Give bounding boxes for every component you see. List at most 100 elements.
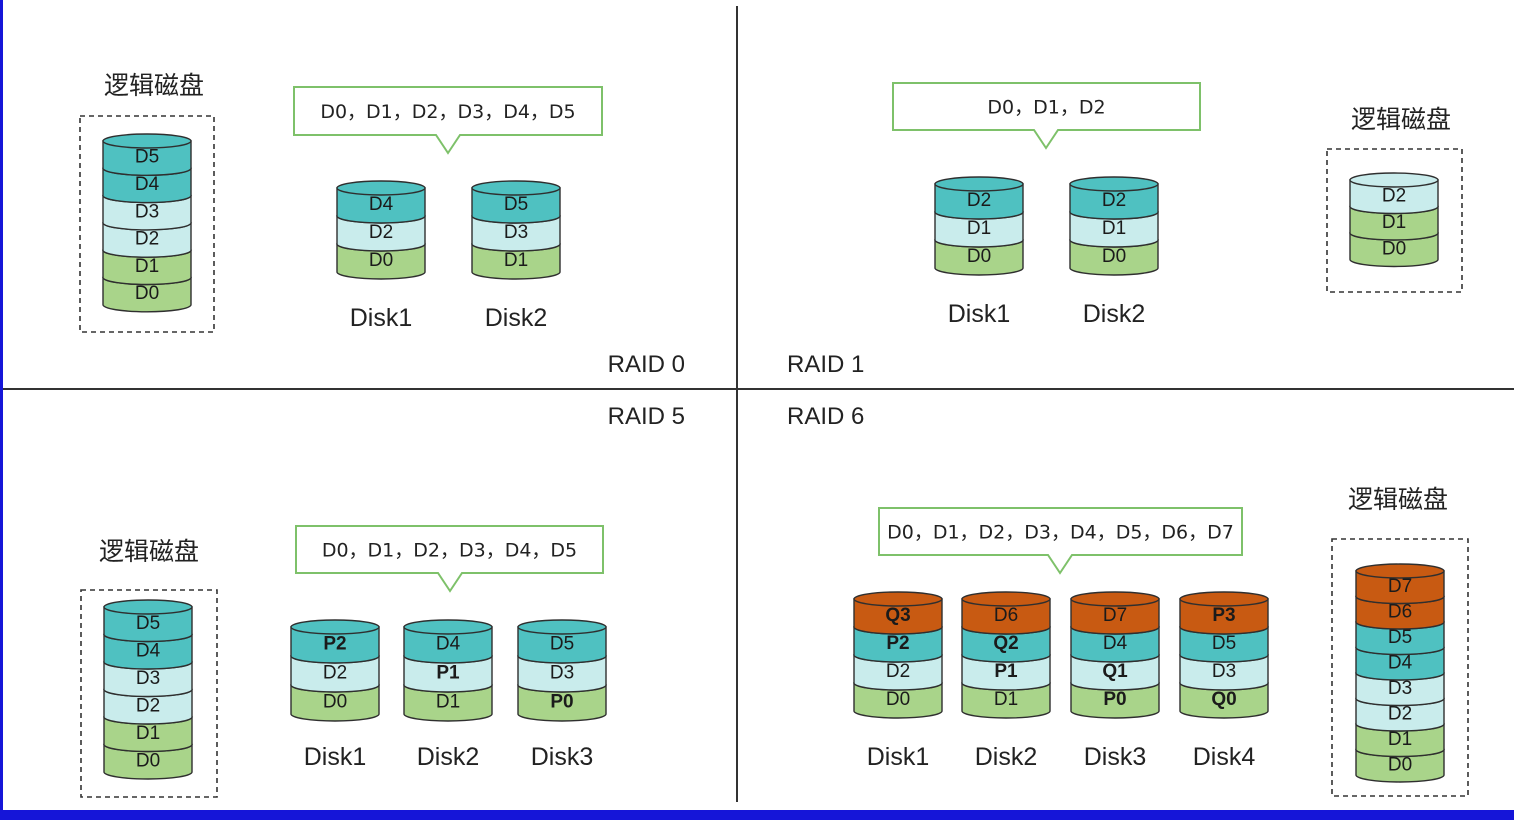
disk-segment (934, 211, 1024, 248)
data-block-label: D2 (886, 661, 910, 682)
disk-segment (103, 633, 193, 670)
data-block-label: D1 (135, 256, 159, 277)
disk-segment (102, 222, 192, 258)
data-stream-callout: D0，D1，D2 (892, 82, 1201, 150)
disk-segment (1355, 595, 1445, 630)
disk-segment (1179, 626, 1269, 663)
disk-segment (517, 626, 607, 664)
data-block-label: D2 (1102, 190, 1126, 211)
data-block-label: D5 (550, 634, 574, 655)
disk-label: Disk2 (1083, 300, 1146, 328)
disk-segment (471, 215, 561, 252)
quadrant-raid6: D0，D1，D2，D3，D4，D5，D6，D7Q3P2D2D0Disk1D6Q2… (853, 485, 1469, 797)
disk-segment (1355, 748, 1445, 783)
disk-segment (1179, 682, 1269, 719)
disk-segment (403, 626, 493, 664)
disk-segment (961, 598, 1051, 635)
callout-text: D0，D1，D2，D3，D4，D5 (322, 540, 577, 562)
raid-level-title: RAID 6 (787, 403, 864, 430)
data-stream-callout: D0，D1，D2，D3，D4，D5 (293, 86, 603, 155)
disk-segment (1179, 654, 1269, 691)
data-block-label: D0 (967, 246, 991, 267)
disk-segment (1355, 570, 1445, 605)
disk-segment (1179, 598, 1269, 635)
data-block-label: D7 (1103, 605, 1127, 626)
data-block-label: D0 (323, 692, 347, 713)
callout-text: D0，D1，D2，D3，D4，D5，D6，D7 (887, 522, 1234, 544)
disk-segment (961, 654, 1051, 691)
disk-segment (934, 239, 1024, 276)
disk-segment (471, 243, 561, 280)
data-block-label: D4 (436, 634, 461, 655)
disk-segment (1069, 211, 1159, 248)
disk-segment (853, 654, 943, 691)
disk-segment (103, 661, 193, 698)
data-block-label: D3 (135, 201, 159, 222)
data-block-label: D3 (136, 668, 160, 689)
quadrant-raid5: 逻辑磁盘D5D4D3D2D1D0D0，D1，D2，D3，D4，D5P2D2D0D… (80, 525, 607, 798)
data-block-label: D2 (135, 229, 159, 250)
logical-disk-label: 逻辑磁盘 (104, 71, 204, 100)
parity-block-label: P3 (1212, 605, 1235, 626)
data-stream-callout: D0，D1，D2，D3，D4，D5 (295, 525, 604, 593)
disk-segment (1069, 239, 1159, 276)
disk-label: Disk2 (417, 743, 480, 771)
data-block-label: D0 (136, 750, 160, 771)
parity-block-label: Q1 (1102, 661, 1128, 682)
disk-segment (403, 684, 493, 722)
disk-segment (517, 655, 607, 693)
frame-left (0, 0, 3, 820)
disk-segment (102, 194, 192, 231)
disk-segment-top (403, 619, 493, 635)
callout-box (293, 86, 603, 155)
callout-box (878, 507, 1243, 575)
disk-segment (1070, 654, 1160, 691)
disk-segment-top (961, 591, 1051, 607)
logical-disk-label: 逻辑磁盘 (99, 537, 199, 566)
disk-segment (961, 626, 1051, 663)
disk-segment-top (1070, 591, 1160, 607)
callout-box (892, 82, 1201, 150)
data-block-label: D2 (1388, 703, 1412, 724)
data-block-label: D1 (1382, 212, 1406, 233)
disk-segment (1349, 205, 1439, 241)
disk-segment (1355, 621, 1445, 656)
disk-label: Disk2 (485, 304, 548, 332)
disk-segment (471, 187, 561, 224)
disk-segment (1349, 232, 1439, 268)
disk-segment (336, 187, 426, 224)
data-block-label: D1 (1102, 218, 1126, 239)
disk-segment-top (102, 133, 192, 149)
disk-segment-top (1069, 176, 1159, 192)
disk-segment-top (853, 591, 943, 607)
data-block-label: D0 (886, 689, 910, 710)
disk-segment-top (517, 619, 607, 635)
logical-disk-frame (1331, 538, 1469, 797)
data-block-label: D1 (504, 250, 528, 271)
data-block-label: D4 (1388, 652, 1413, 673)
logical-disk-frame (79, 115, 215, 333)
data-block-label: D7 (1388, 576, 1412, 597)
data-stream-callout: D0，D1，D2，D3，D4，D5，D6，D7 (878, 507, 1243, 575)
disk-segment (102, 276, 192, 313)
disk-segment (103, 606, 193, 643)
data-block-label: D5 (1212, 633, 1236, 654)
disk-segment-top (290, 619, 380, 635)
disk-segment (103, 688, 193, 725)
